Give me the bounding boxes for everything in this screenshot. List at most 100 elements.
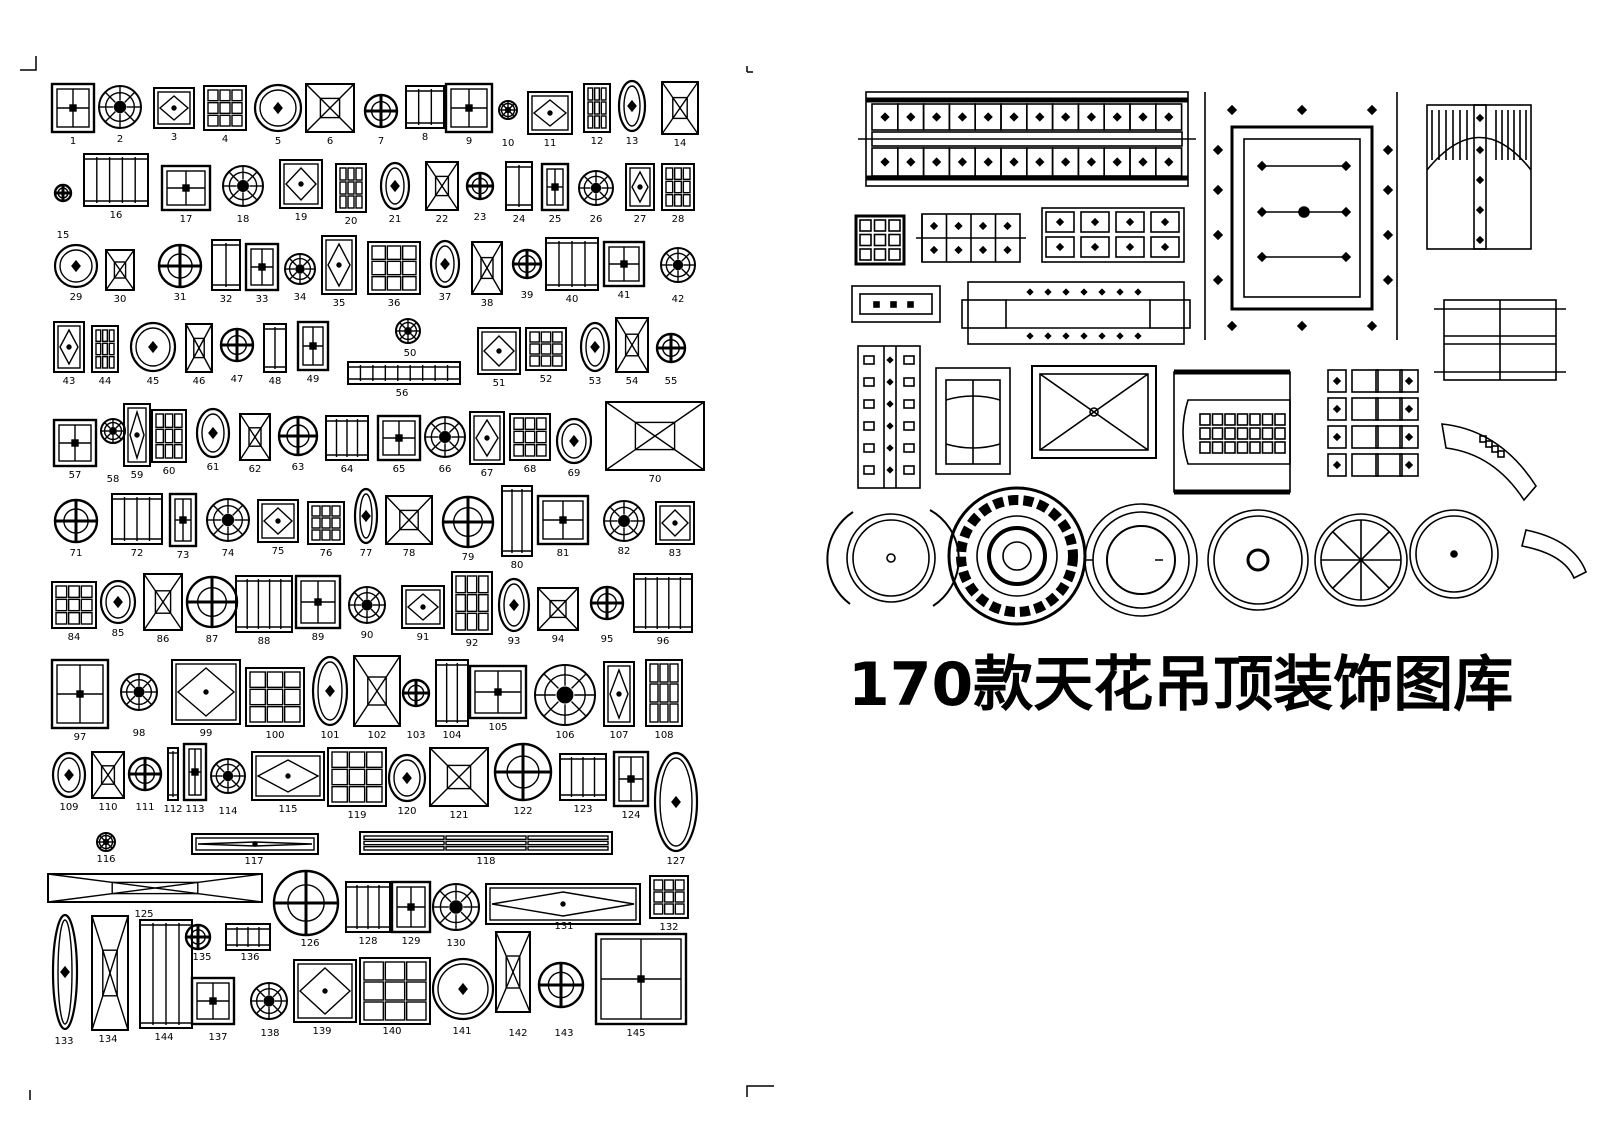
ceiling-symbol-47 <box>219 327 255 363</box>
ceiling-symbol-89 <box>294 574 342 630</box>
symbol-number: 130 <box>446 938 465 949</box>
symbol-number: 120 <box>397 806 416 817</box>
symbol-number: 50 <box>404 348 417 359</box>
symbol-number: 15 <box>57 230 70 241</box>
symbol-number: 41 <box>618 290 631 301</box>
symbol-number: 51 <box>493 378 506 389</box>
symbol-number: 77 <box>360 548 373 559</box>
right-catalogue <box>826 91 1588 626</box>
ceiling-plan-circle-1 <box>826 509 960 607</box>
ceiling-symbol-137 <box>190 976 236 1026</box>
symbol-number: 19 <box>295 212 308 223</box>
ceiling-symbol-43 <box>53 321 85 373</box>
ceiling-symbol-141 <box>431 957 495 1021</box>
symbol-number: 78 <box>403 548 416 559</box>
symbol-number: 141 <box>452 1026 471 1037</box>
ceiling-symbol-79 <box>441 495 495 549</box>
symbol-number: 131 <box>554 921 573 932</box>
symbol-number: 55 <box>665 376 678 387</box>
symbol-number: 27 <box>634 214 647 225</box>
symbol-number: 34 <box>294 292 307 303</box>
ceiling-symbol-23 <box>465 171 495 201</box>
ceiling-symbol-64 <box>325 415 369 461</box>
symbol-number: 37 <box>439 292 452 303</box>
ceiling-symbol-125 <box>47 873 263 903</box>
symbol-number: 143 <box>554 1028 573 1039</box>
ceiling-symbol-30 <box>105 249 135 291</box>
symbol-number: 92 <box>466 638 479 649</box>
symbol-number: 31 <box>174 292 187 303</box>
symbol-number: 44 <box>99 376 112 387</box>
symbol-number: 33 <box>256 294 269 305</box>
symbol-number: 139 <box>312 1026 331 1037</box>
ceiling-plan-circle-6 <box>1409 509 1499 599</box>
ceiling-symbol-54 <box>615 317 649 373</box>
symbol-number: 105 <box>488 722 507 733</box>
ceiling-symbol-44 <box>91 325 119 373</box>
symbol-number: 134 <box>98 1034 117 1045</box>
symbol-number: 45 <box>147 376 160 387</box>
ceiling-symbol-18 <box>222 165 264 207</box>
ceiling-symbol-113 <box>182 742 208 802</box>
symbol-number: 21 <box>389 214 402 225</box>
symbol-number: 20 <box>345 216 358 227</box>
symbol-number: 9 <box>466 136 472 147</box>
ceiling-symbol-122 <box>493 742 553 802</box>
symbol-number: 133 <box>54 1036 73 1047</box>
ceiling-symbol-58 <box>100 418 126 444</box>
symbol-number: 122 <box>513 806 532 817</box>
ceiling-symbol-91 <box>401 585 445 629</box>
symbol-number: 46 <box>193 376 206 387</box>
ceiling-symbol-55 <box>655 332 687 364</box>
symbol-number: 136 <box>240 952 259 963</box>
ceiling-symbol-20 <box>335 163 367 213</box>
ceiling-symbol-68 <box>509 413 551 461</box>
ceiling-symbol-62 <box>239 413 271 461</box>
ceiling-symbol-127 <box>653 751 699 853</box>
ceiling-symbol-42 <box>660 247 696 283</box>
ceiling-symbol-118 <box>359 831 613 855</box>
ceiling-symbol-96 <box>633 573 693 633</box>
crop-marks <box>20 56 774 1100</box>
ceiling-symbol-109 <box>51 751 87 799</box>
ceiling-symbol-107 <box>603 661 635 727</box>
ceiling-symbol-19 <box>279 159 323 209</box>
ceiling-symbol-97 <box>50 658 110 730</box>
symbol-number: 70 <box>649 474 662 485</box>
ceiling-symbol-40 <box>545 237 599 291</box>
ceiling-symbol-12 <box>583 83 611 133</box>
ceiling-symbol-35 <box>321 235 357 295</box>
symbol-number: 61 <box>207 462 220 473</box>
symbol-number: 10 <box>502 138 515 149</box>
ceiling-symbol-27 <box>625 163 655 211</box>
symbol-number: 29 <box>70 292 83 303</box>
ceiling-symbol-6 <box>305 83 355 133</box>
symbol-number: 25 <box>549 214 562 225</box>
symbol-number: 18 <box>237 214 250 225</box>
symbol-number: 97 <box>74 732 87 743</box>
ceiling-plan-circle-5 <box>1314 513 1408 607</box>
symbol-number: 60 <box>163 466 176 477</box>
symbol-number: 73 <box>177 550 190 561</box>
ceiling-symbol-108 <box>645 659 683 727</box>
ceiling-symbol-69 <box>555 417 593 465</box>
symbol-number: 7 <box>378 136 384 147</box>
symbol-number: 12 <box>591 136 604 147</box>
symbol-number: 62 <box>249 464 262 475</box>
ceiling-symbol-61 <box>195 407 231 459</box>
ceiling-symbol-2 <box>98 85 142 129</box>
ceiling-symbol-59 <box>123 403 151 467</box>
ceiling-symbol-8 <box>405 85 445 129</box>
symbol-number: 13 <box>626 136 639 147</box>
symbol-number: 96 <box>657 636 670 647</box>
symbol-number: 121 <box>449 810 468 821</box>
symbol-number: 98 <box>133 728 146 739</box>
ceiling-symbol-11 <box>527 91 573 135</box>
symbol-number: 127 <box>666 856 685 867</box>
ceiling-symbol-83 <box>655 501 695 545</box>
ceiling-symbol-104 <box>435 659 469 727</box>
symbol-number: 48 <box>269 376 282 387</box>
ceiling-symbol-70 <box>605 401 705 471</box>
symbol-number: 54 <box>626 376 639 387</box>
